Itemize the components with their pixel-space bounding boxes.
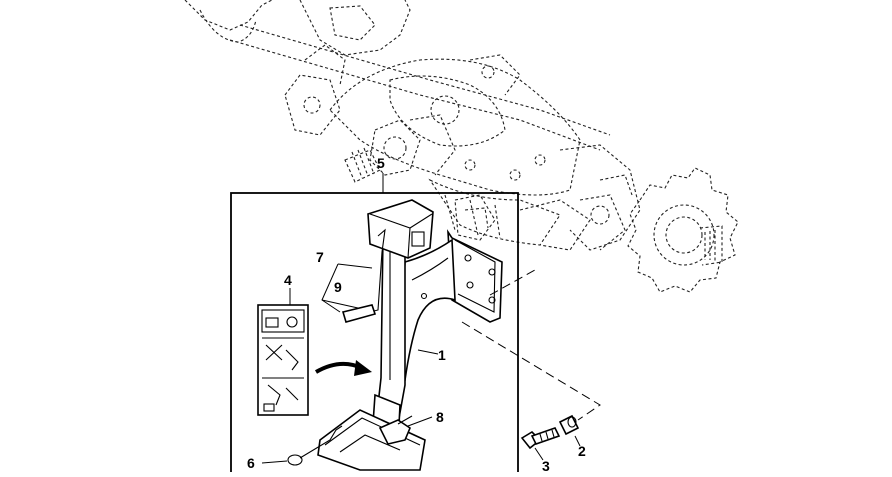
callout-6: 6 <box>247 455 255 471</box>
assembly-line-bolt <box>461 321 601 421</box>
callout-5: 5 <box>377 155 385 171</box>
callout-4: 4 <box>284 272 292 288</box>
callout-9: 9 <box>334 279 342 295</box>
jack-stand-drawing <box>287 199 503 471</box>
detail-panel-frame <box>230 192 519 477</box>
callout-2: 2 <box>578 443 586 459</box>
ghosted-axle-assembly <box>184 0 739 293</box>
assembly-line-bracket <box>489 269 536 296</box>
callout-1: 1 <box>438 347 446 363</box>
decal-label-drawing <box>257 304 309 416</box>
callout-7: 7 <box>316 249 324 265</box>
leader-lines <box>261 173 581 464</box>
callout-3: 3 <box>542 458 550 472</box>
placement-arrow <box>314 360 372 376</box>
callout-8: 8 <box>436 409 444 425</box>
bolt-and-spacer-drawing <box>520 414 580 450</box>
